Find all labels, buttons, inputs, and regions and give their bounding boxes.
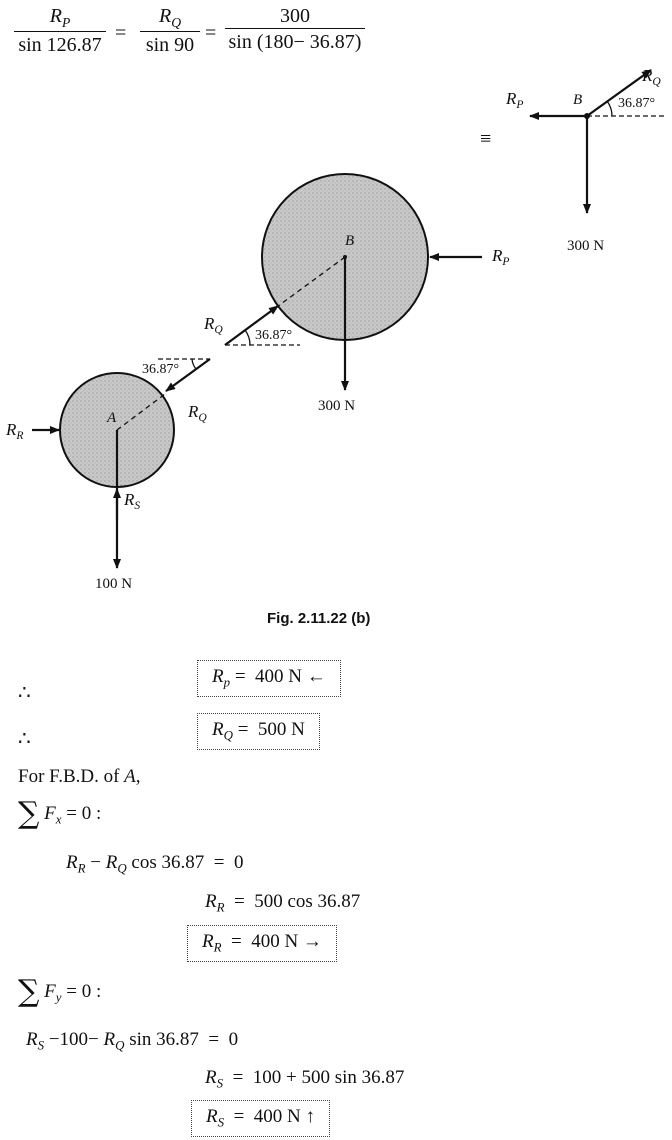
result-box-rs: RS = 400 N ↑ <box>191 1100 330 1137</box>
rs-label: RS <box>124 490 141 513</box>
label-a: A <box>107 410 117 426</box>
angle-label-b: 36.87° <box>255 328 293 343</box>
rq-label-small: RQ <box>642 66 661 89</box>
result-box-rr: RR = 400 N → <box>187 925 337 962</box>
fraction-denominator: sin 126.87 <box>14 31 106 55</box>
rq-arrow-small <box>586 69 652 117</box>
sum-fy-heading: ∑ Fy = 0 : <box>18 974 102 1009</box>
equation-fy-1: RS −100− RQ sin 36.87 = 0 <box>26 1029 239 1053</box>
angle-arc-b <box>244 329 251 346</box>
fraction-rq-over-sin: RQ sin 90 <box>140 6 200 55</box>
figure-caption: Fig. 2.11.22 (b) <box>267 610 371 627</box>
dashed-line-a <box>116 393 166 431</box>
force-label-300-small: 300 N <box>567 238 605 254</box>
equals-sign: = <box>205 22 217 44</box>
fraction-numerator: RP <box>49 5 71 30</box>
fbd-heading: For F.B.D. of A, <box>18 766 141 787</box>
fraction-numerator: RQ <box>158 5 182 30</box>
angle-label-small: 36.87° <box>618 96 656 111</box>
equivalence-symbol: ≡ <box>480 128 492 150</box>
rq-label-lower: RQ <box>188 402 207 425</box>
rp-label-big: RP <box>492 246 510 269</box>
fraction-denominator: sin (180− 36.87) <box>225 28 365 52</box>
fraction-numerator: 300 <box>280 5 310 27</box>
rp-label-small: RP <box>506 89 524 112</box>
fraction-denominator: sin 90 <box>140 31 200 55</box>
rq-label-upper: RQ <box>204 314 223 337</box>
sum-fx-heading: ∑ Fx = 0 : <box>18 796 102 831</box>
rq-arrow-on-a <box>165 358 211 392</box>
result-box-rp: Rp = 400 N ← <box>197 660 341 697</box>
label-b-small: B <box>573 92 583 108</box>
therefore-symbol: ∴ <box>18 728 31 750</box>
angle-label-a: 36.87° <box>142 362 180 377</box>
equation-fx-2: RR = 500 cos 36.87 <box>205 891 361 915</box>
equals-sign: = <box>115 22 127 44</box>
equation-fy-2: RS = 100 + 500 sin 36.87 <box>205 1067 405 1091</box>
fraction-300-over-sin: 300 sin (180− 36.87) <box>225 6 365 52</box>
force-label-300-big: 300 N <box>318 398 356 414</box>
force-label-100: 100 N <box>95 576 133 592</box>
dashed-line-b <box>224 256 346 346</box>
fraction-rp-over-sin: RP sin 126.87 <box>14 6 106 55</box>
therefore-symbol: ∴ <box>18 682 31 704</box>
rq-arrow-on-b <box>224 305 279 346</box>
equation-fx-1: RR − RQ cos 36.87 = 0 <box>66 852 244 876</box>
result-box-rq: RQ = 500 N <box>197 713 320 750</box>
free-body-diagram <box>32 69 664 569</box>
angle-arc-a <box>191 358 197 370</box>
label-b-big: B <box>345 233 355 249</box>
angle-arc-small <box>606 100 613 117</box>
rr-label: RR <box>6 420 24 443</box>
